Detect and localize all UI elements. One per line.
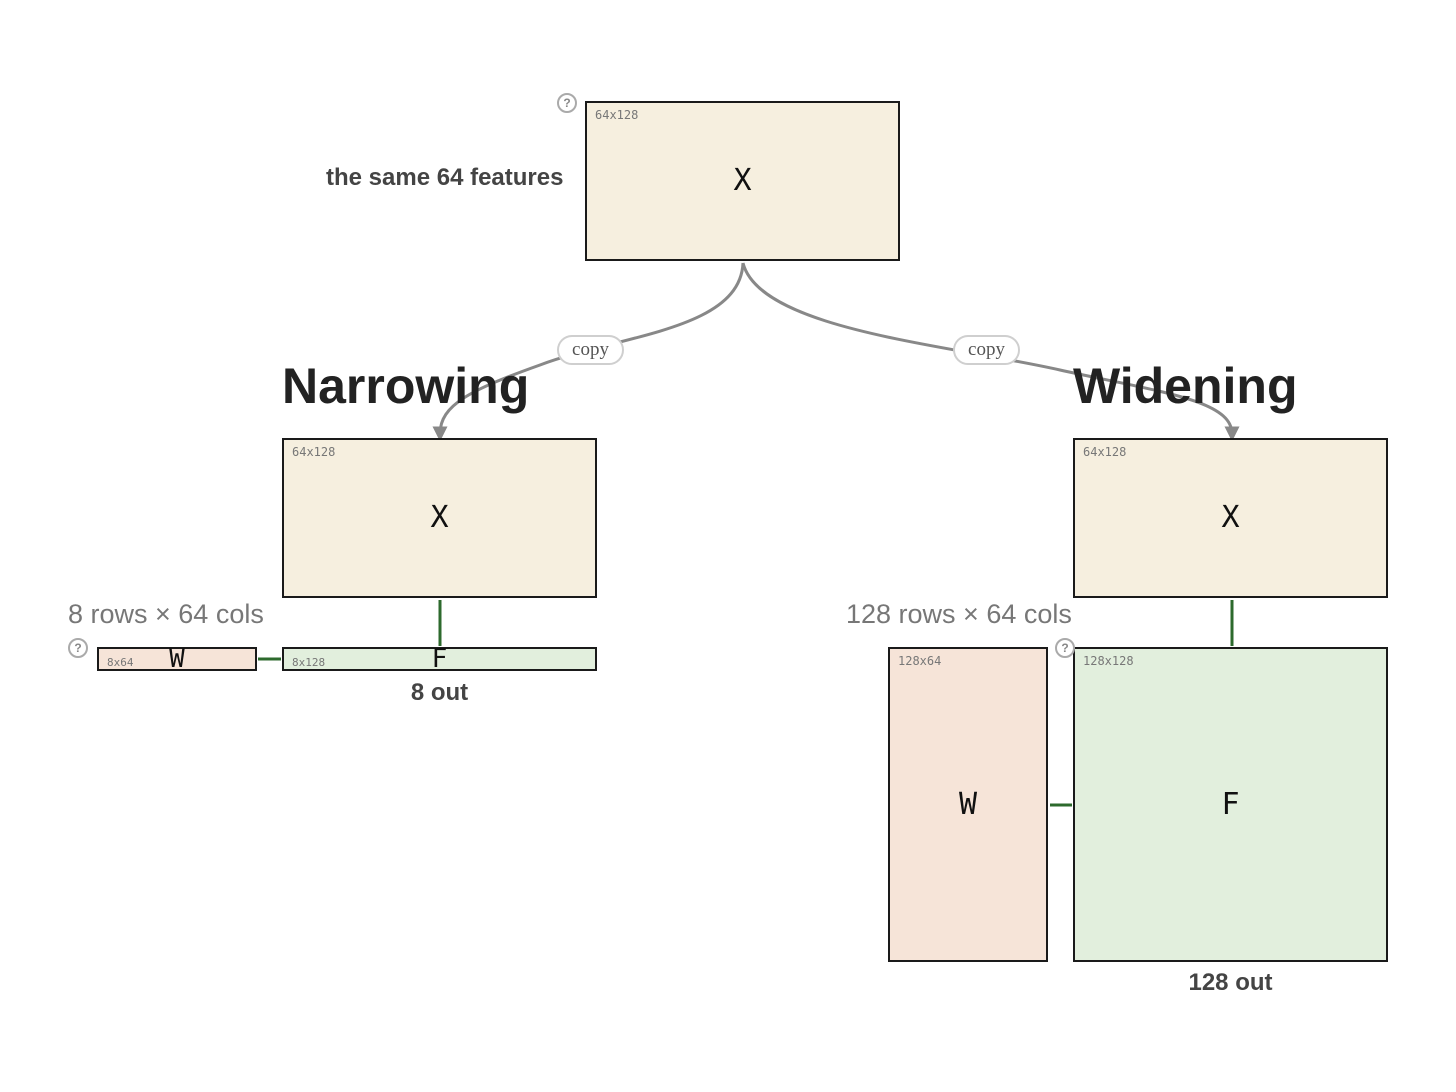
source-help-icon[interactable]: ?: [557, 93, 577, 113]
source-x-matrix: 64x128 X: [585, 101, 900, 261]
widening-w-shape: 128 rows × 64 cols: [846, 599, 1072, 629]
widening-f-symbol: F: [1221, 786, 1240, 822]
widening-f-matrix: 128x128 F: [1073, 647, 1388, 962]
narrowing-w-dims: 8x64: [107, 656, 134, 669]
widening-help-icon[interactable]: ?: [1055, 638, 1075, 658]
source-x-symbol: X: [733, 163, 752, 198]
widening-w-symbol: W: [958, 786, 978, 822]
narrowing-f-matrix: 8x128 F: [282, 644, 597, 674]
narrowing-title: Narrowing: [282, 358, 530, 414]
narrowing-w-matrix: 8x64 W: [97, 644, 257, 674]
source-x-dims: 64x128: [595, 108, 639, 122]
copy-label-left: copy: [557, 335, 624, 365]
source-note: the same 64 features: [326, 164, 564, 191]
widening-w-dims: 128x64: [898, 654, 942, 668]
widening-f-dims: 128x128: [1083, 654, 1134, 668]
widening-x-dims: 64x128: [1083, 445, 1127, 459]
narrowing-help-icon[interactable]: ?: [68, 638, 88, 658]
widening-w-matrix: 128x64 W: [888, 647, 1048, 962]
narrowing-x-matrix: 64x128 X: [282, 438, 597, 598]
widening-title: Widening: [1073, 358, 1298, 414]
narrowing-x-dims: 64x128: [292, 445, 336, 459]
narrowing-w-shape: 8 rows × 64 cols: [68, 599, 264, 629]
widening-x-symbol: X: [1221, 500, 1240, 535]
narrowing-out-label: 8 out: [410, 679, 469, 706]
widening-x-matrix: 64x128 X: [1073, 438, 1388, 598]
narrowing-f-dims: 8x128: [292, 656, 326, 669]
narrowing-w-symbol: W: [169, 644, 185, 674]
narrowing-f-symbol: F: [431, 644, 448, 674]
copy-label-right: copy: [953, 335, 1020, 365]
narrowing-x-symbol: X: [430, 500, 449, 535]
widening-out-label: 128 out: [1188, 969, 1273, 996]
